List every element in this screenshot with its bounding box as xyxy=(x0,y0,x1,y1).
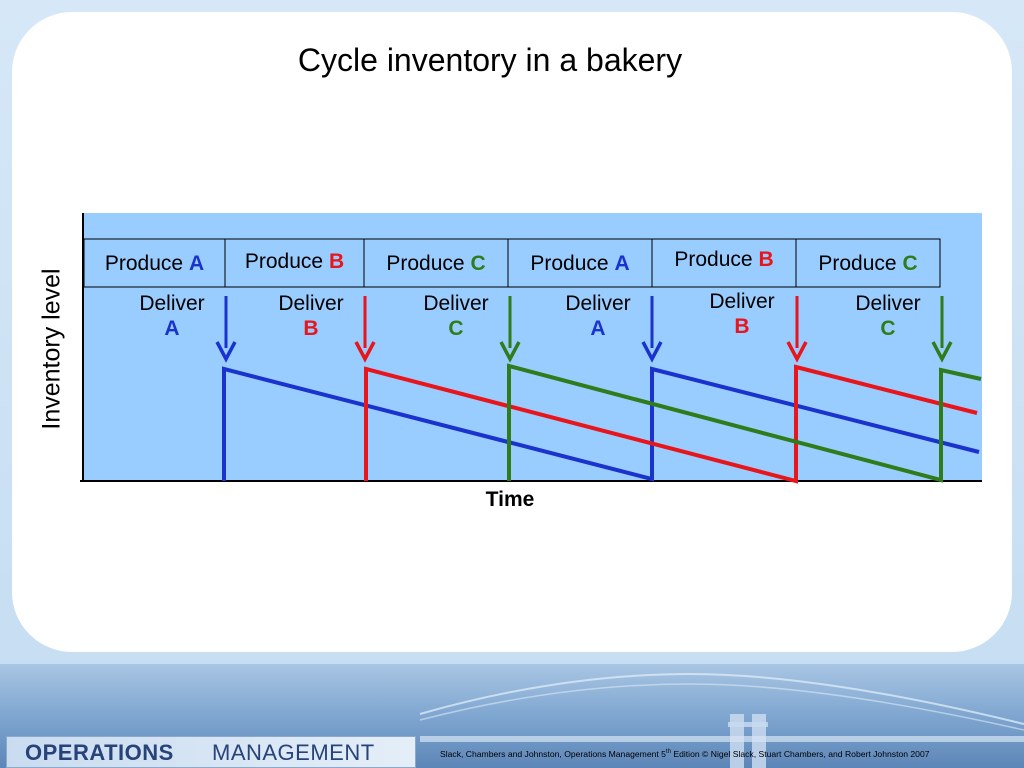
produce-product-letter: B xyxy=(329,250,344,273)
deliver-product-letter: C xyxy=(448,317,463,340)
delivery-arrowhead xyxy=(641,341,663,363)
produce-product-letter: C xyxy=(902,252,917,275)
deliver-word: Deliver xyxy=(139,292,204,315)
delivery-arrowhead xyxy=(215,341,237,363)
inventory-line-c xyxy=(507,363,982,483)
produce-word: Produce xyxy=(674,248,758,271)
produce-product-letter: A xyxy=(614,252,629,275)
deliver-word: Deliver xyxy=(423,292,488,315)
delivery-arrowhead xyxy=(786,341,808,363)
produce-word: Produce xyxy=(530,252,614,275)
delivery-group: DeliverADeliverBDeliverCDeliverADeliverB… xyxy=(139,290,953,363)
produce-product-letter: B xyxy=(758,248,773,271)
produce-word: Produce xyxy=(818,252,902,275)
produce-product-letter: C xyxy=(470,252,485,275)
deliver-word: Deliver xyxy=(278,292,343,315)
inventory-line-b xyxy=(364,364,978,484)
inventory-lines xyxy=(222,363,982,484)
deliver-word: Deliver xyxy=(709,290,774,313)
copyright-text: Slack, Chambers and Johnston, Operations… xyxy=(440,749,666,759)
deliver-product-letter: A xyxy=(164,317,179,340)
delivery-arrowhead xyxy=(354,341,376,363)
deliver-word: Deliver xyxy=(855,292,920,315)
produce-cell-label: Produce A xyxy=(530,252,629,275)
produce-cell-label: Produce A xyxy=(105,252,204,275)
copyright-superscript: th xyxy=(665,749,671,756)
deliver-product-letter: A xyxy=(590,317,605,340)
delivery-arrowhead xyxy=(499,341,521,363)
brand-banner: OPERATIONS MANAGEMENT xyxy=(6,736,416,768)
inventory-line-a xyxy=(222,366,980,482)
y-axis-label: Inventory level xyxy=(37,268,66,430)
slide-title: Cycle inventory in a bakery xyxy=(297,42,683,78)
copyright-text-rest: Edition © Nigel Slack, Stuart Chambers, … xyxy=(670,749,930,759)
produce-cell-label: Produce C xyxy=(818,252,917,275)
produce-cell-label: Produce B xyxy=(245,250,344,273)
deliver-product-letter: B xyxy=(734,315,749,338)
produce-cell-label: Produce C xyxy=(386,252,485,275)
produce-cell-label: Produce B xyxy=(674,248,773,271)
deliver-word: Deliver xyxy=(565,292,630,315)
delivery-arrowhead xyxy=(931,341,953,363)
copyright-notice: Slack, Chambers and Johnston, Operations… xyxy=(440,749,1020,759)
x-axis-label: Time xyxy=(485,488,535,511)
bridge-image xyxy=(419,672,1024,768)
deliver-product-letter: B xyxy=(303,317,318,340)
brand-operations: OPERATIONS xyxy=(25,740,174,765)
brand-management: MANAGEMENT xyxy=(212,740,375,765)
deliver-product-letter: C xyxy=(880,317,895,340)
produce-word: Produce xyxy=(245,250,329,273)
produce-word: Produce xyxy=(105,252,189,275)
produce-word: Produce xyxy=(386,252,470,275)
produce-product-letter: A xyxy=(189,252,204,275)
produce-table xyxy=(83,238,941,288)
